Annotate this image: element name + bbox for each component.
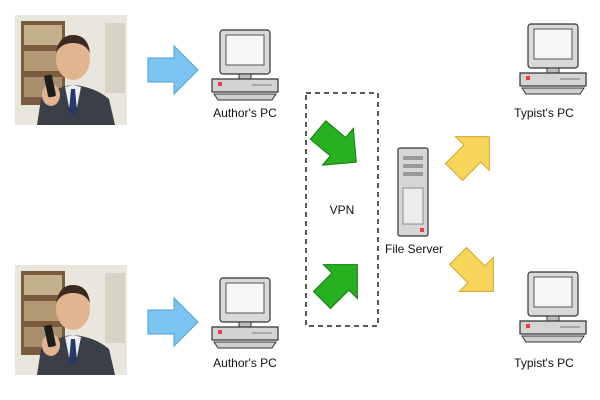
- file-server-label: File Server: [384, 242, 444, 256]
- author-photo-top: [15, 15, 127, 125]
- blue-arrow-icon: [147, 45, 199, 95]
- author-pc-top-icon: [211, 29, 279, 101]
- yellow-arrow-icon: [436, 119, 507, 190]
- author-pc-bottom-label: Author's PC: [213, 356, 277, 370]
- green-arrow-icon: [304, 247, 375, 318]
- yellow-arrow-icon: [440, 238, 511, 309]
- author-pc-bottom-icon: [211, 277, 279, 349]
- typist-pc-bottom-label: Typist's PC: [514, 356, 574, 370]
- author-photo-bottom: [15, 265, 127, 375]
- vpn-boundary: [305, 92, 379, 327]
- author-pc-top-label: Author's PC: [213, 106, 277, 120]
- blue-arrow-icon: [147, 297, 199, 347]
- vpn-label: VPN: [329, 203, 355, 217]
- typist-pc-top-icon: [519, 23, 587, 95]
- green-arrow-icon: [302, 111, 373, 182]
- typist-pc-top-label: Typist's PC: [514, 106, 574, 120]
- typist-pc-bottom-icon: [519, 271, 587, 343]
- server-tower-icon: [397, 147, 429, 237]
